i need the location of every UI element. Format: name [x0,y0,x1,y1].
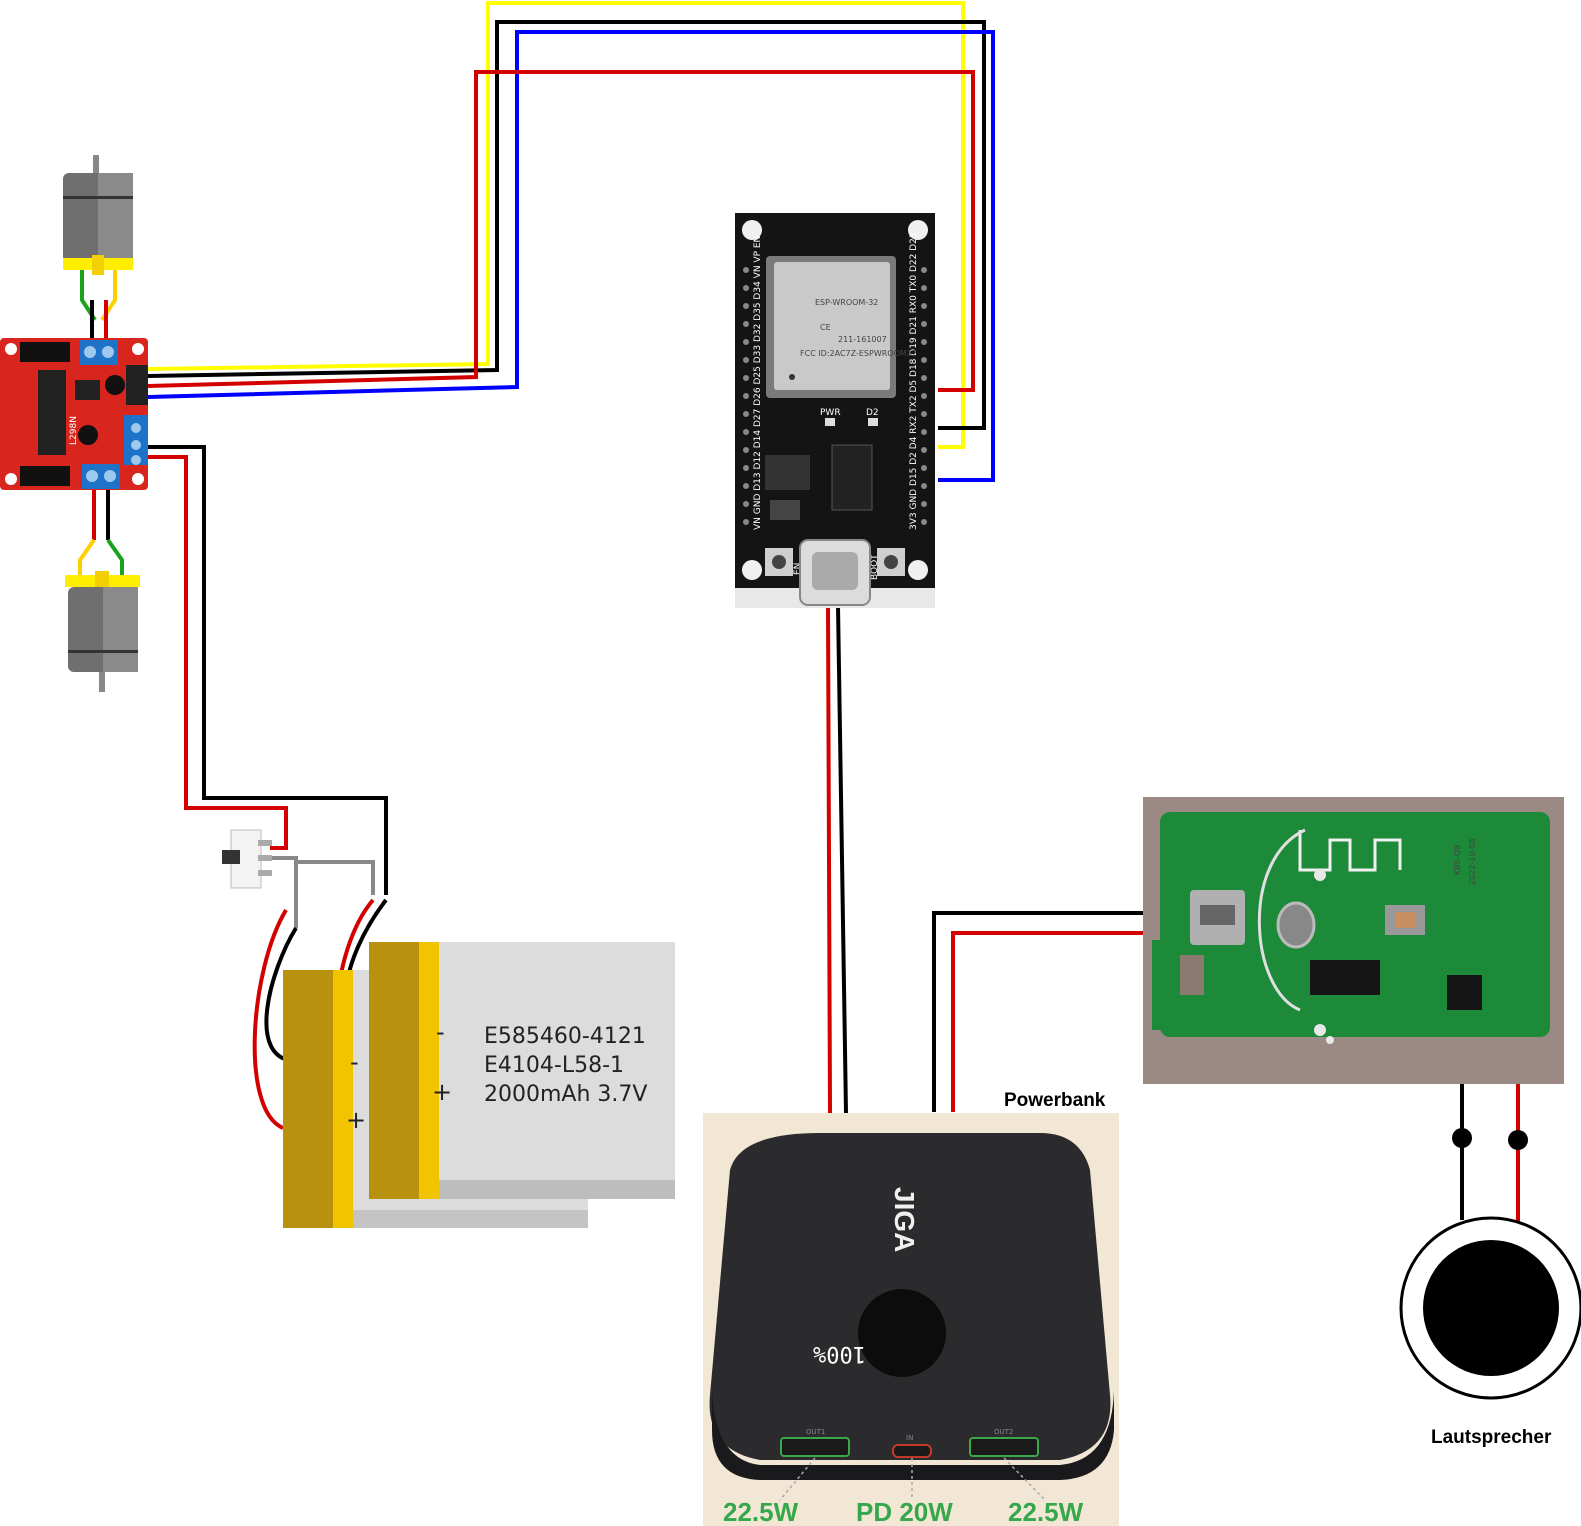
driver-chip-label: L298N [69,416,79,445]
battery-front-minus: - [436,1018,445,1046]
driver-power-wires [148,445,388,1130]
motor-driver-l298n: L298N [0,338,148,490]
wire-grey-bridge [296,860,375,895]
esp32-module-name: ESP-WROOM-32 [815,298,878,307]
motor-top [63,155,133,340]
esp32-led-d2: D2 [866,408,879,418]
battery-label-line1: E585460-4121 [484,1024,646,1049]
powerbank-port-left: 22.5W [723,1497,799,1526]
wire-black-audio [932,911,1195,1112]
powerbank-in-mid: IN [906,1434,913,1442]
wire-grey-switch [270,856,298,928]
audio-board-model: KBS-Q9 [1453,845,1462,875]
wire-black-signal [147,20,986,430]
slide-switch [222,829,272,889]
speaker [1399,1216,1581,1400]
battery-label-line3: 2000mAh 3.7V [484,1082,647,1107]
esp32-button-boot: BOOT [870,554,880,580]
powerbank: JIGA 100% OUT1 IN OUT2 22.5W PD 20W 22.5… [703,1113,1119,1526]
motor-bottom [65,490,140,692]
esp-power-wires [826,605,848,1114]
esp32-pins-left-label: VN GND D13 D12 D14 D27 D26 D25 D33 D32 D… [753,236,763,530]
powerbank-brand: JIGA [889,1187,920,1252]
esp32-pins-right-label: 3V3 GND D15 D2 D4 RX2 TX2 D5 D18 D19 D21… [909,232,919,530]
wire-red-driver [148,455,288,850]
wire-black-battery-a [264,926,298,1063]
esp32-button-en: EN [793,563,803,575]
esp32-board: VN GND D13 D12 D14 D27 D26 D25 D33 D32 D… [735,213,935,608]
wire-red-signal [147,70,975,392]
audio-power-wires [932,911,1195,1112]
wire-red-esp [826,605,832,1114]
powerbank-label: Powerbank [1004,1090,1106,1111]
powerbank-port-mid: PD 20W [856,1497,953,1526]
esp32-cert-line: 211-161007 [838,335,887,344]
powerbank-out-left: OUT1 [806,1428,825,1436]
esp32-pin-header-right [921,267,927,525]
battery-front-plus: + [432,1078,452,1106]
speaker-label: Lautsprecher [1431,1427,1552,1448]
esp32-fcc-line: FCC ID:2AC7Z-ESPWROOM32 [800,349,917,358]
speaker-solder-dot-red [1508,1130,1528,1150]
speaker-solder-dot-black [1452,1128,1472,1148]
wire-black-esp [836,605,848,1114]
battery-back-plus: + [346,1106,366,1134]
powerbank-out-right: OUT2 [994,1428,1013,1436]
signal-wires [147,1,995,482]
wire-black-driver [148,445,388,895]
battery-label-line2: E4104-L58-1 [484,1053,624,1078]
esp32-led-pwr: PWR [820,408,841,418]
wire-red-audio [951,931,1195,1112]
wire-yellow [147,1,965,449]
wire-blue [147,30,995,482]
battery-back-minus: - [350,1048,359,1076]
esp32-pin-header-left [743,267,749,525]
audio-board-date: 2022-10-08 [1468,839,1477,886]
powerbank-display: 100% [813,1341,866,1366]
esp32-ce-mark: CE [820,323,831,332]
wire-red-battery-a [252,908,288,1130]
powerbank-port-right: 22.5W [1008,1497,1084,1526]
battery-front: - + E585460-4121 E4104-L58-1 2000mAh 3.7… [369,942,675,1199]
audio-board: KBS-Q9 2022-10-08 [1143,797,1564,1084]
